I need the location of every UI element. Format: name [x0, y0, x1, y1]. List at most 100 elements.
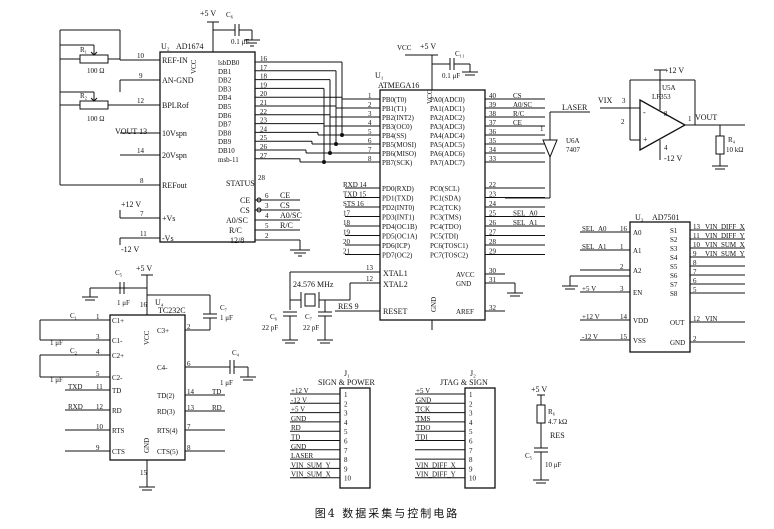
connector-pin-net: GND — [291, 415, 306, 423]
mcu-right-pin-name: PA7(ADC7) — [430, 159, 465, 167]
connector-pin-net: VIN_SUM_X — [291, 471, 331, 479]
mcu-right-pin-num: 23 — [489, 191, 497, 199]
mcu-right-pin-name: PA6(ADC6) — [430, 150, 465, 158]
mcu-right-pin-net: R/C — [513, 110, 525, 118]
uart-right-pin-net: TD — [212, 388, 221, 396]
laser-label: LASER — [562, 103, 588, 112]
adc-bit-num: 18 — [260, 73, 268, 81]
adc-pin-name: BPLRof — [162, 101, 189, 110]
connector-pin-num: 10 — [344, 475, 352, 483]
mcu-right-pin-net: SEL_A0 — [513, 210, 538, 218]
adc-pin-num: 12 — [137, 97, 145, 105]
crystal-c6-ref: C₆ — [270, 313, 278, 321]
bus-junction — [322, 160, 326, 164]
resnet-c-ref: C₅ — [525, 452, 533, 460]
mcu-bottom-pin-num: 32 — [489, 304, 497, 312]
mux-right-pin-name: S4 — [670, 254, 678, 262]
adc-ctrl-name: A0/SC — [226, 216, 248, 225]
resnet-r-val: 4.7 kΩ — [548, 418, 567, 426]
connector-pin-num: 1 — [344, 391, 348, 399]
mux-right-pin-name: GND — [670, 339, 685, 347]
opamp-plus: + — [643, 135, 648, 144]
adc-bit-name: DB1 — [218, 68, 232, 76]
connector-pin-num: 8 — [344, 456, 348, 464]
mcu-left-pin-num: 18 — [343, 219, 351, 227]
adc-vcc-pin: VCC — [190, 59, 198, 74]
mcu-left-pin-num: 2 — [368, 101, 372, 109]
mcu-right-pin-num: 35 — [489, 137, 497, 145]
uart-right-pin-num: 7 — [187, 423, 191, 431]
opamp-vpos: +12 V — [664, 66, 684, 75]
mcu-vplus: +5 V — [420, 42, 436, 51]
connector-pin-num: 10 — [469, 475, 477, 483]
opamp-vneg: -12 V — [664, 154, 683, 163]
adc-right-pins: 16lsbDB017DB118DB219DB320DB421DB522DB623… — [218, 55, 290, 188]
connector-pin-net: GND — [416, 396, 431, 404]
connector-pin-num: 2 — [469, 400, 473, 408]
mcu-right-pin-name: PC2(TCK) — [430, 204, 461, 212]
uart-c4-ref: C₄ — [232, 349, 240, 357]
mcu-right-pin-net: A0/SC — [513, 101, 532, 109]
adc-pin-name: -Vs — [162, 234, 174, 243]
adc-bit-name: DB4 — [218, 94, 232, 102]
xtal1-name: XTAL1 — [383, 269, 408, 278]
connector-pin-net: VIN_DIFF_X — [416, 461, 456, 469]
uart-left-pin-name: C1- — [112, 337, 123, 345]
mcu-right-pin-net: CS — [513, 92, 522, 100]
resnet-vplus: +5 V — [531, 385, 547, 394]
adc-ref: U₂ — [161, 42, 170, 51]
mcu-gnd — [431, 282, 523, 330]
mux-right-pin-net: VIN — [705, 315, 717, 323]
u5a-ref: U5A — [662, 84, 676, 92]
mcu-bottom-pin-num: 30 — [489, 267, 497, 275]
uart-left-pin-num: 10 — [96, 423, 104, 431]
uart-right-pin-name: TD(2) — [157, 392, 175, 400]
mcu-right-pin-num: 28 — [489, 238, 497, 246]
adc-bit-name: DB9 — [218, 138, 232, 146]
opamp-minus: - — [643, 108, 646, 117]
mcu-right-pin-name: PC4(TDO) — [430, 223, 462, 231]
adc-control-pins: CE CS A0/SC R/C 12/8 6 3 4 5 2 CE CS A0/… — [226, 191, 310, 257]
adc-bit-name: msb-11 — [218, 156, 239, 164]
uart-left-pin-num: 11 — [96, 383, 103, 391]
adc-bit-name: DB10 — [218, 147, 235, 155]
connector-pin-net: GND — [291, 443, 306, 451]
mcu-left-pin-num: 5 — [368, 128, 372, 136]
mcu-left-pin-num: 8 — [368, 155, 372, 163]
connector-pin-num: 1 — [469, 391, 473, 399]
mcu-right-pin-name: PC7(TOSC2) — [430, 252, 469, 260]
mcu-left-pin-num: 20 — [343, 238, 351, 246]
adc-pin-num: 14 — [137, 147, 145, 155]
adc-vneg: -12 V — [121, 245, 140, 254]
mux-left-pin-name: VSS — [633, 337, 646, 345]
uart-left-pin-num: 12 — [96, 403, 104, 411]
mcu-left-pin-num: 7 — [368, 146, 372, 154]
mcu-left-pin-name: PD2(INT0) — [382, 204, 415, 212]
mux-left-pin-net: -12 V — [582, 333, 598, 341]
mux-left-pin-name: A0 — [633, 229, 642, 237]
uart-left-pin-num: 9 — [96, 444, 100, 452]
adc-ctrl-net: R/C — [280, 221, 293, 230]
connector-pin-net: +5 V — [291, 406, 305, 414]
resnet-r-ref: R₆ — [548, 408, 556, 416]
mux-right-pin-num: 5 — [693, 286, 697, 294]
mux-right-pin-num: 12 — [693, 315, 701, 323]
mcu-right-pin-num: 25 — [489, 210, 497, 218]
mcu-right-pin-name: PC6(TOSC1) — [430, 242, 469, 250]
uart-left-pin-net: TXD — [68, 383, 82, 391]
opamp-fb-pin: 2 — [621, 118, 625, 126]
connector-pin-num: 3 — [469, 410, 473, 418]
opamp-pin8: 8 — [664, 110, 668, 118]
mcu-right-pin-num: 33 — [489, 155, 497, 163]
connector-pin-num: 8 — [469, 456, 473, 464]
adc-ctrl-name: 12/8 — [230, 236, 244, 245]
uart-left-pin-net: RXD — [68, 403, 83, 411]
mux-right-pin-name: S6 — [670, 272, 678, 280]
uart-right-pin-name: RD(3) — [157, 408, 176, 416]
opamp-vout: VOUT — [695, 113, 717, 122]
connector-pin-num: 7 — [344, 447, 348, 455]
mcu-right-pin-name: PC3(TMS) — [430, 214, 462, 222]
mcu-left-pin-num: 1 — [368, 92, 372, 100]
mcu-left-pin-name: PB2(INT2) — [382, 114, 415, 122]
uart-left-pin-num: 5 — [96, 370, 100, 378]
